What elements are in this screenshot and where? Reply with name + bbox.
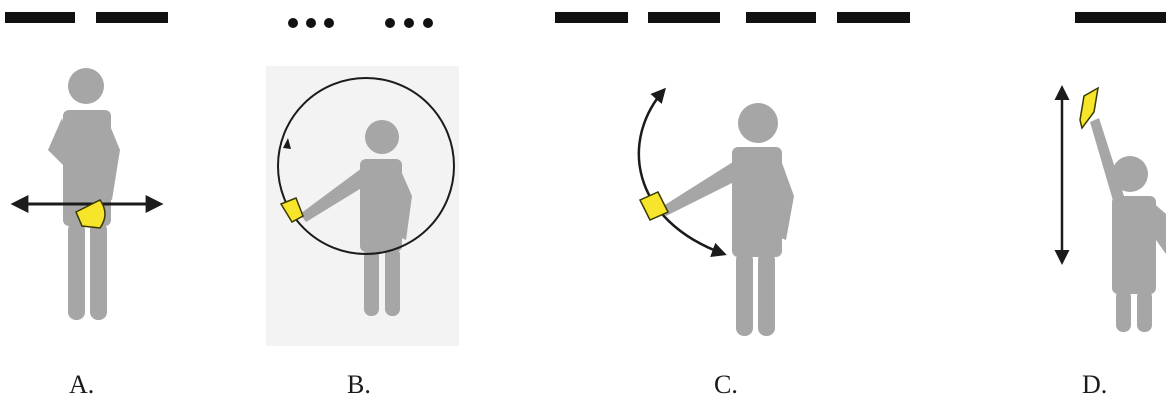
person-figure-b [300, 120, 412, 316]
signal-dot [423, 18, 433, 28]
person-figure-a [48, 68, 120, 320]
signal-b [288, 18, 433, 28]
signal-dot [288, 18, 298, 28]
signal-dash [555, 12, 628, 23]
signal-dash [1075, 12, 1166, 23]
flag-icon [638, 191, 670, 221]
flag-icon [1079, 86, 1099, 130]
option-label-c: C. [714, 370, 738, 399]
signal-dash [5, 12, 75, 23]
flag-icon [279, 197, 304, 224]
signal-dot [306, 18, 316, 28]
option-label-a: A. [69, 370, 95, 399]
flag-icon [75, 199, 106, 229]
signal-c [555, 12, 910, 23]
panel-b [266, 18, 459, 346]
panel-d [1054, 12, 1166, 332]
signal-a [5, 12, 168, 23]
circular-motion-arrow [277, 77, 455, 255]
panel-c [555, 12, 910, 336]
option-label-d: D. [1082, 370, 1108, 399]
person-figure-d [1090, 118, 1166, 332]
panel-a [5, 12, 168, 320]
signal-dash [746, 12, 816, 23]
signal-dash [648, 12, 720, 23]
arrowhead [283, 138, 291, 149]
downward-arc-arrow [637, 87, 727, 257]
person-figure-c [660, 103, 794, 336]
signal-dash [837, 12, 910, 23]
option-label-b: B. [347, 370, 371, 399]
signal-dash [96, 12, 168, 23]
signal-dot [324, 18, 334, 28]
signal-dot [404, 18, 414, 28]
signal-dot [385, 18, 395, 28]
signal-d [1075, 12, 1166, 23]
